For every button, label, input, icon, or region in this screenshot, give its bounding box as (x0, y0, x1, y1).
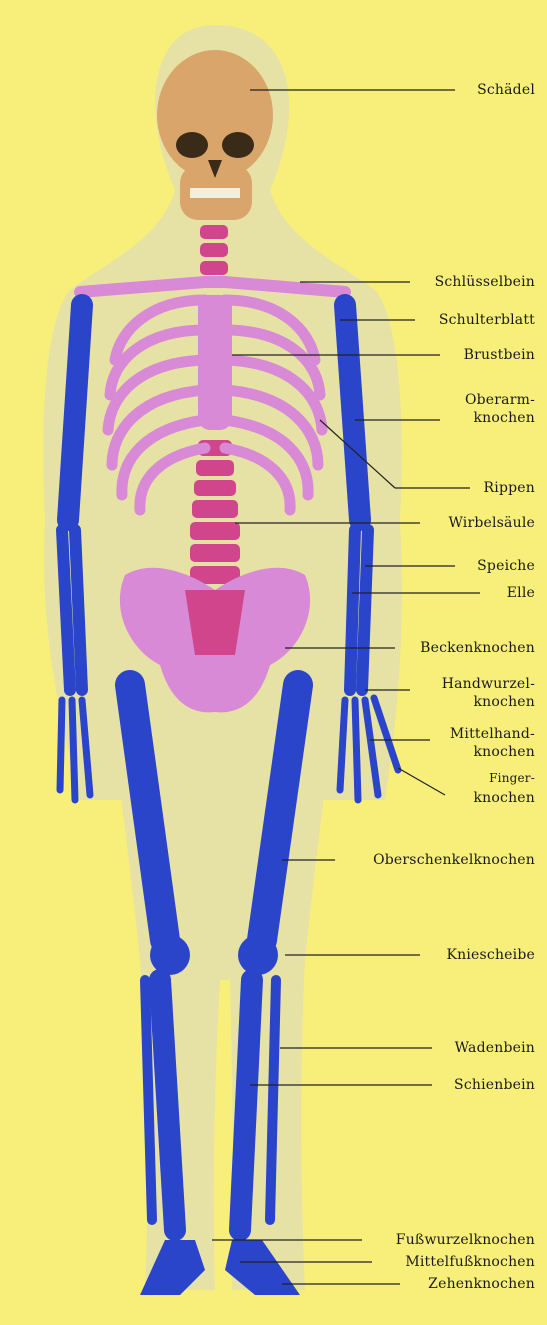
eye-socket-right (222, 132, 254, 158)
label-schulterblatt: Schulterblatt (439, 312, 535, 328)
label-mittelhand-line2: knochen (474, 744, 536, 760)
label-finger-line1: Finger- (489, 772, 535, 785)
eye-socket-left (176, 132, 208, 158)
label-elle: Elle (507, 585, 535, 601)
label-speiche: Speiche (477, 558, 535, 574)
label-mittelhand-line1: Mittelhand- (450, 726, 535, 742)
label-zehenknochen: Zehenknochen (428, 1276, 535, 1292)
label-brustbein: Brustbein (464, 347, 535, 363)
label-oberschenkelknochen: Oberschenkelknochen (373, 852, 535, 868)
label-handwurzel-line1: Handwurzel- (442, 676, 535, 692)
kneecap-left (150, 935, 190, 975)
label-mittelfussknochen: Mittelfußknochen (405, 1254, 535, 1270)
label-beckenknochen: Beckenknochen (420, 640, 535, 656)
sacrum (185, 590, 245, 655)
label-oberarm-line2: knochen (474, 410, 536, 426)
label-wadenbein: Wadenbein (455, 1040, 535, 1056)
label-schienbein: Schienbein (454, 1077, 535, 1093)
label-finger-line2: knochen (474, 790, 536, 806)
label-fusswurzelknochen: Fußwurzelknochen (396, 1232, 535, 1248)
label-handwurzel-line2: knochen (474, 694, 536, 710)
label-schaedel: Schädel (477, 82, 535, 98)
label-schluesselbein: Schlüsselbein (435, 274, 535, 290)
label-rippen: Rippen (484, 480, 535, 496)
teeth (190, 188, 240, 198)
label-oberarm-line1: Oberarm- (465, 392, 535, 408)
label-wirbelsaeule: Wirbelsäule (448, 515, 535, 531)
kneecap-right (238, 935, 278, 975)
sternum (198, 295, 232, 430)
label-kniescheibe: Kniescheibe (447, 947, 536, 963)
